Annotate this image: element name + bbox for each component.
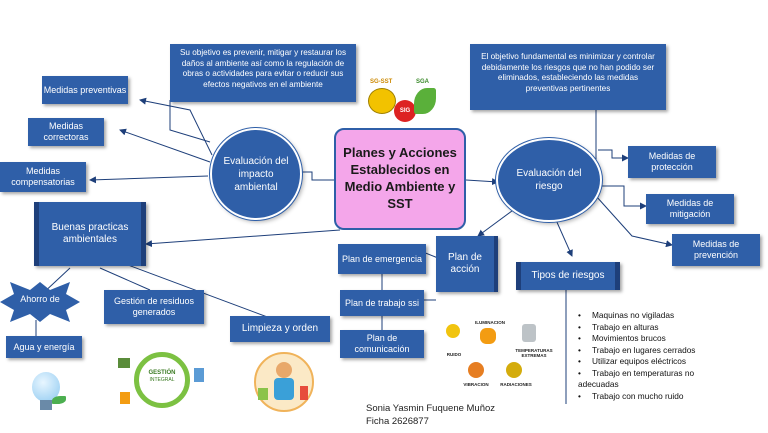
risk-evaluation-label: Evaluación del riesgo xyxy=(516,168,582,192)
leaf-icon xyxy=(414,88,436,114)
noise-label: RUIDO xyxy=(446,352,462,357)
temperature-label: TEMPERATURAS EXTREMAS xyxy=(515,348,553,358)
risk-evaluation-node: Evaluación del riesgo xyxy=(496,138,602,222)
vibration-label: VIBRACION xyxy=(463,382,489,387)
savings-label: Ahorro de xyxy=(20,294,60,304)
list-item: Trabajo con mucho ruido xyxy=(578,391,728,403)
gestion-label: GESTIÓN xyxy=(148,370,176,376)
light-bulb-image xyxy=(24,370,68,420)
bucket-icon xyxy=(258,388,268,400)
lighting-label: ILUMINACION xyxy=(475,320,505,325)
risk-list: Maquinas no vigiladas Trabajo en alturas… xyxy=(578,310,728,402)
action-plan-node: Plan de acción xyxy=(436,236,498,292)
sig-badge: SIG xyxy=(394,100,416,122)
sst-label: SG-SST xyxy=(370,79,393,85)
impact-objective-callout: Su objetivo es prevenir, mitigar y resta… xyxy=(170,44,356,102)
bulb-base-icon xyxy=(40,400,52,410)
cleaning-order-node: Limpieza y orden xyxy=(230,316,330,342)
radiation-label: RADIACIONES xyxy=(500,382,532,387)
measure-preventive: Medidas preventivas xyxy=(42,76,128,104)
communication-plan-node: Plan de comunicación xyxy=(340,330,424,358)
list-item: Trabajo en lugares cerrados xyxy=(578,345,728,357)
temperature-icon xyxy=(522,324,536,342)
person-head-icon xyxy=(276,362,292,378)
sig-logo: SIG SG-SST SGA xyxy=(368,79,438,128)
measure-compensatory: Medidas compensatorias xyxy=(0,162,86,192)
emergency-plan-node: Plan de emergencia xyxy=(338,244,426,274)
bin-icon xyxy=(194,368,204,382)
noise-icon xyxy=(446,324,460,338)
author-name: Sonia Yasmin Fuquene Muñoz xyxy=(366,403,496,414)
risk-types-node: Tipos de riesgos xyxy=(516,262,620,290)
truck-icon xyxy=(118,358,130,368)
risk-icons-image: RUIDO ILUMINACION TEMPERATURAS EXTREMAS … xyxy=(440,318,560,394)
impact-evaluation-node: Evaluación del impacto ambiental xyxy=(210,128,302,220)
person-body-icon xyxy=(274,378,294,400)
water-energy-node: Agua y energía xyxy=(6,336,82,358)
bulb-leaf-icon xyxy=(52,396,66,404)
work-plan-node: Plan de trabajo ssi xyxy=(340,290,424,316)
list-item: Trabajo en alturas xyxy=(578,322,728,334)
measure-mitigation: Medidas de mitigación xyxy=(646,194,734,224)
author-block: Sonia Yasmin Fuquene Muñoz Ficha 2626877 xyxy=(366,402,546,428)
spray-icon xyxy=(300,386,308,400)
integral-label: INTEGRAL xyxy=(149,377,175,383)
list-item: Utilizar equipos eléctricos xyxy=(578,356,728,368)
list-item: Movimientos brucos xyxy=(578,333,728,345)
recycle-circle-icon xyxy=(134,352,190,408)
integral-management-image: GESTIÓN INTEGRAL xyxy=(112,346,212,418)
list-item: Trabajo en temperaturas no adecuadas xyxy=(578,368,728,391)
helmet-icon xyxy=(368,88,396,114)
central-topic: Planes y Acciones Establecidos en Medio … xyxy=(334,128,466,230)
cleaning-image xyxy=(240,348,328,418)
vibration-icon xyxy=(468,362,484,378)
list-item: Maquinas no vigiladas xyxy=(578,310,728,322)
central-topic-title: Planes y Acciones Establecidos en Medio … xyxy=(343,145,457,211)
impact-evaluation-label: Evaluación del impacto ambiental xyxy=(223,155,289,193)
good-practices-node: Buenas practicas ambientales xyxy=(34,202,146,266)
savings-star-shape xyxy=(0,282,80,322)
measure-corrective: Medidas correctoras xyxy=(28,118,104,146)
factory-icon xyxy=(120,392,130,404)
lighting-icon xyxy=(480,328,496,344)
sga-label: SGA xyxy=(416,79,430,85)
waste-management-node: Gestión de residuos generados xyxy=(104,290,204,324)
measure-protection: Medidas de protección xyxy=(628,146,716,178)
measure-prevention: Medidas de prevención xyxy=(672,234,760,266)
radiation-icon xyxy=(506,362,522,378)
author-ficha: Ficha 2626877 xyxy=(366,416,429,427)
risk-objective-callout: El objetivo fundamental es minimizar y c… xyxy=(470,44,666,110)
